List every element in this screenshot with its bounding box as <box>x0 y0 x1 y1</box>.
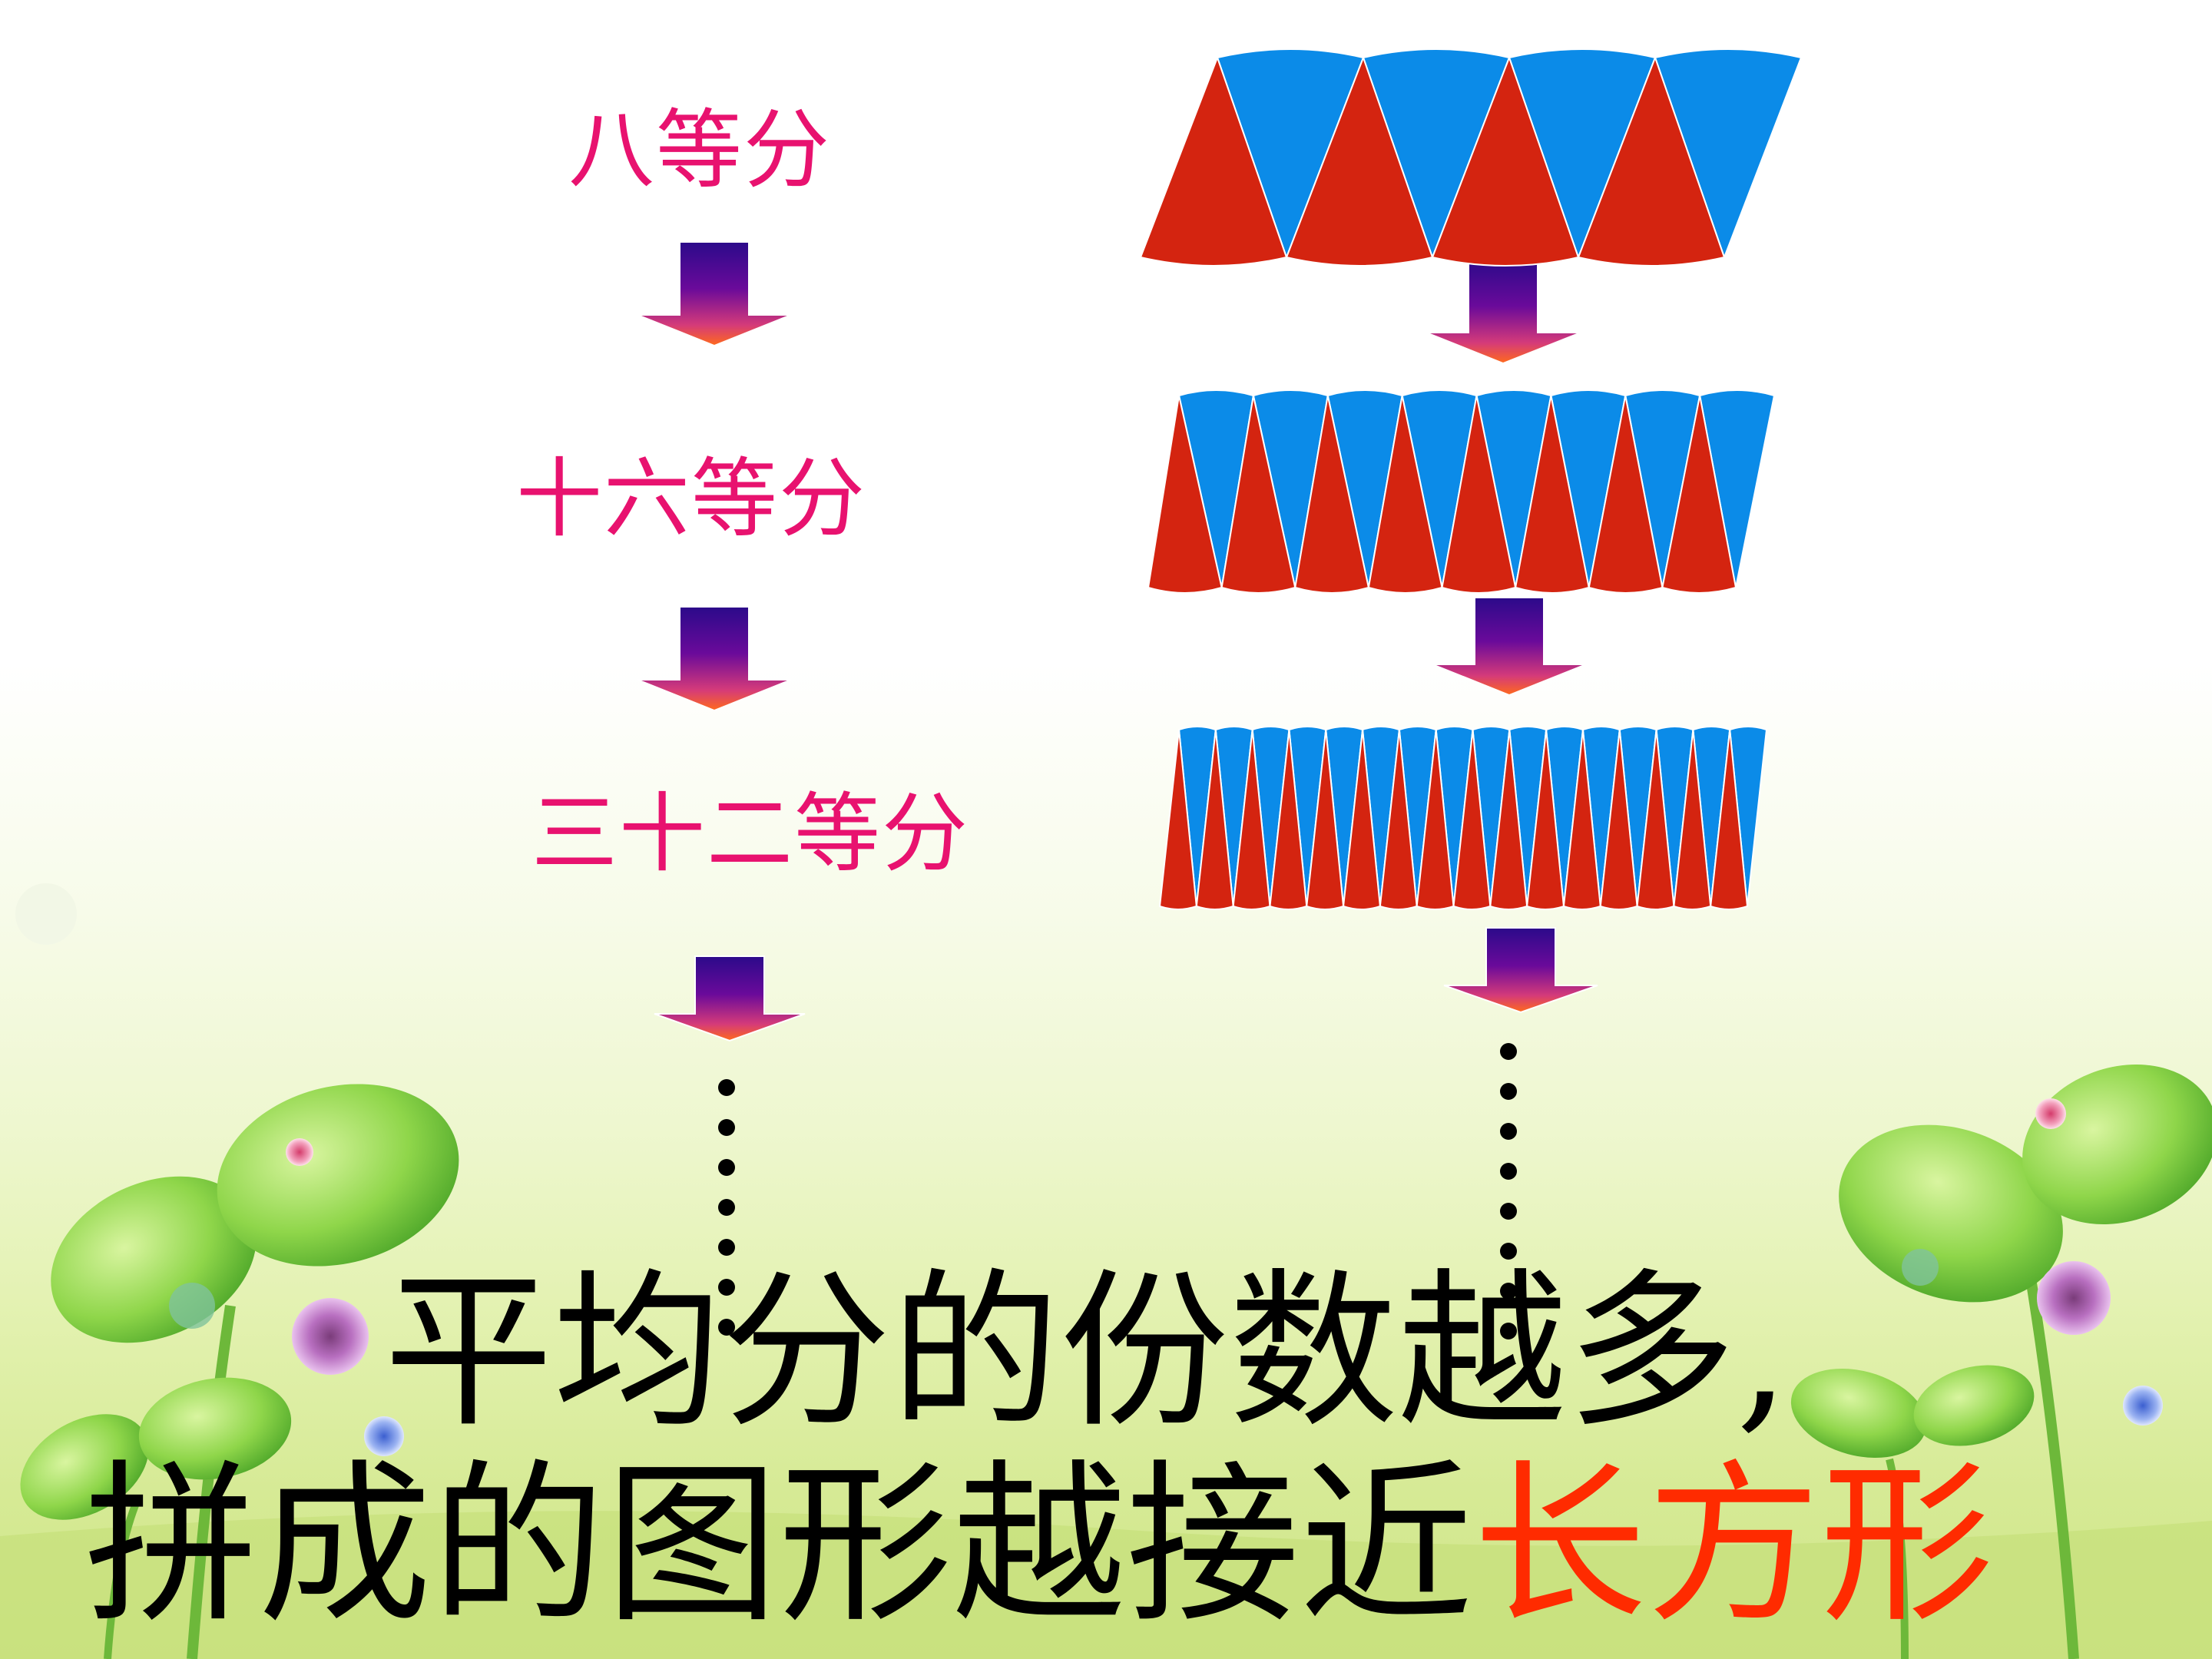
conclusion-highlight-rectangle: 长方形 <box>1473 1445 1995 1647</box>
down-arrow-icon <box>654 955 806 1042</box>
down-arrow-icon <box>1426 259 1581 365</box>
blue-sector <box>1729 726 1768 907</box>
red-sector <box>1661 395 1737 594</box>
ellipsis-dots-right <box>1500 1043 1518 1363</box>
conclusion-line-1: 平均分的份数越多, <box>384 1267 1790 1436</box>
down-arrow-icon <box>1443 927 1598 1014</box>
label-eighths: 八等分 <box>568 101 831 200</box>
sector-strip <box>1139 48 1803 267</box>
blue-sector <box>1654 48 1803 260</box>
down-arrow-icon <box>637 241 792 347</box>
down-arrow-icon <box>1432 597 1587 697</box>
label-sixteenths: 十六等分 <box>516 449 866 549</box>
conclusion-line-2: 拼成的图形越接近长方形 <box>84 1459 1994 1633</box>
sector-strip <box>1158 726 1768 910</box>
ellipsis-dots-left <box>718 1079 737 1359</box>
red-sector <box>1710 729 1749 910</box>
down-arrow-icon <box>637 606 792 712</box>
conclusion-line-1-text: 平均分的份数越多, <box>384 1253 1790 1450</box>
blue-sector <box>1698 389 1776 588</box>
sector-strip <box>1147 389 1776 594</box>
label-thirty-seconds: 三十二等分 <box>531 784 969 884</box>
red-sector <box>1577 55 1726 267</box>
conclusion-line-2-text: 拼成的图形越接近 <box>84 1445 1474 1647</box>
